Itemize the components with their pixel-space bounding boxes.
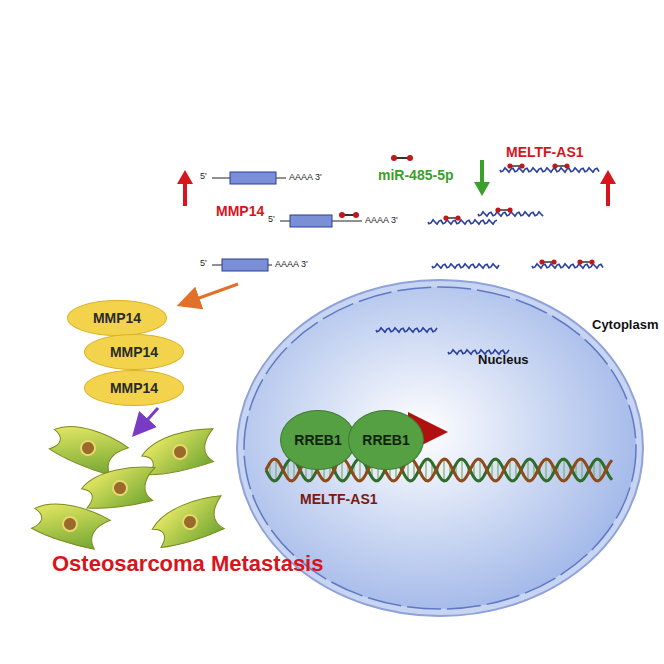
cell-body xyxy=(28,496,111,552)
mirna-end xyxy=(507,207,512,212)
protein-circle: RREB1 xyxy=(280,410,355,470)
mirna-end xyxy=(589,259,594,264)
dna-rung xyxy=(443,459,444,481)
tumor-cell xyxy=(79,463,160,513)
cell-nucleus xyxy=(112,480,128,496)
rna-end: 5' xyxy=(200,259,207,269)
cell-nucleus xyxy=(61,515,78,532)
lncrna xyxy=(428,220,497,224)
mirna-end xyxy=(551,259,556,264)
mirna-bound xyxy=(339,212,359,218)
dna-rung xyxy=(479,459,480,480)
mirna-end xyxy=(507,163,512,168)
up-arrow xyxy=(600,170,616,206)
mirna-end xyxy=(539,259,544,264)
translation-arrow xyxy=(188,284,238,302)
rna-end: AAAA 3' xyxy=(365,216,398,226)
rna-end: 5' xyxy=(268,215,275,225)
dna-rung xyxy=(425,459,426,480)
tumor-cell xyxy=(28,496,111,552)
dna-rung xyxy=(527,459,528,480)
text-label: MMP14 xyxy=(216,204,264,219)
mirna xyxy=(391,155,413,161)
protein-name: RREB1 xyxy=(362,432,409,448)
text-label: MELTF-AS1 xyxy=(300,492,378,507)
cell-nucleus xyxy=(171,443,188,460)
dna-rung xyxy=(509,460,510,480)
protein-circle: RREB1 xyxy=(348,410,423,470)
cell-body xyxy=(148,492,232,553)
lncrna xyxy=(500,168,599,172)
cell-body xyxy=(79,463,160,513)
tumor-cell xyxy=(148,492,232,553)
protein-name: MMP14 xyxy=(110,344,158,360)
cell-nucleus xyxy=(79,439,97,457)
mirna-end xyxy=(519,163,524,168)
text-label: Osteosarcoma Metastasis xyxy=(52,552,323,576)
cds-box xyxy=(230,172,276,184)
mirna-end xyxy=(455,215,460,220)
mirna-end xyxy=(577,259,582,264)
compartment-label: Nucleus xyxy=(478,352,529,367)
protein-ellipse: MMP14 xyxy=(84,334,184,370)
dna-rung xyxy=(497,460,498,480)
dna-rung xyxy=(563,459,564,481)
text-label: miR-485-5p xyxy=(378,168,453,183)
up-arrow xyxy=(177,170,193,206)
rna-end: AAAA 3' xyxy=(275,260,308,270)
mirna-end xyxy=(564,163,569,168)
down-arrow xyxy=(474,160,490,196)
cds-box xyxy=(222,259,268,271)
lncrna xyxy=(432,264,499,268)
text-label: Cytoplasm xyxy=(592,318,658,332)
protein-name: MMP14 xyxy=(93,310,141,326)
mirna-end xyxy=(495,207,500,212)
protein-name: MMP14 xyxy=(110,380,158,396)
lncrna xyxy=(376,328,437,332)
protein-ellipse: MMP14 xyxy=(67,300,167,336)
rna-end: 5' xyxy=(200,172,207,182)
rna-end: AAAA 3' xyxy=(289,173,322,183)
dna-rung xyxy=(545,459,546,481)
dna-rung xyxy=(275,459,276,480)
dna-rung xyxy=(581,459,582,480)
effect-arrow xyxy=(140,408,158,428)
dna-rung xyxy=(599,460,600,480)
cell-group xyxy=(28,418,232,553)
lncrna-group xyxy=(428,163,603,268)
protein-name: RREB1 xyxy=(294,432,341,448)
text-label: MELTF-AS1 xyxy=(506,145,584,160)
dna-rung xyxy=(461,459,462,481)
protein-ellipse: MMP14 xyxy=(84,370,184,406)
mirna-end xyxy=(552,163,557,168)
cds-box xyxy=(290,215,332,227)
cell-nucleus xyxy=(181,513,199,531)
mirna-end xyxy=(443,215,448,220)
